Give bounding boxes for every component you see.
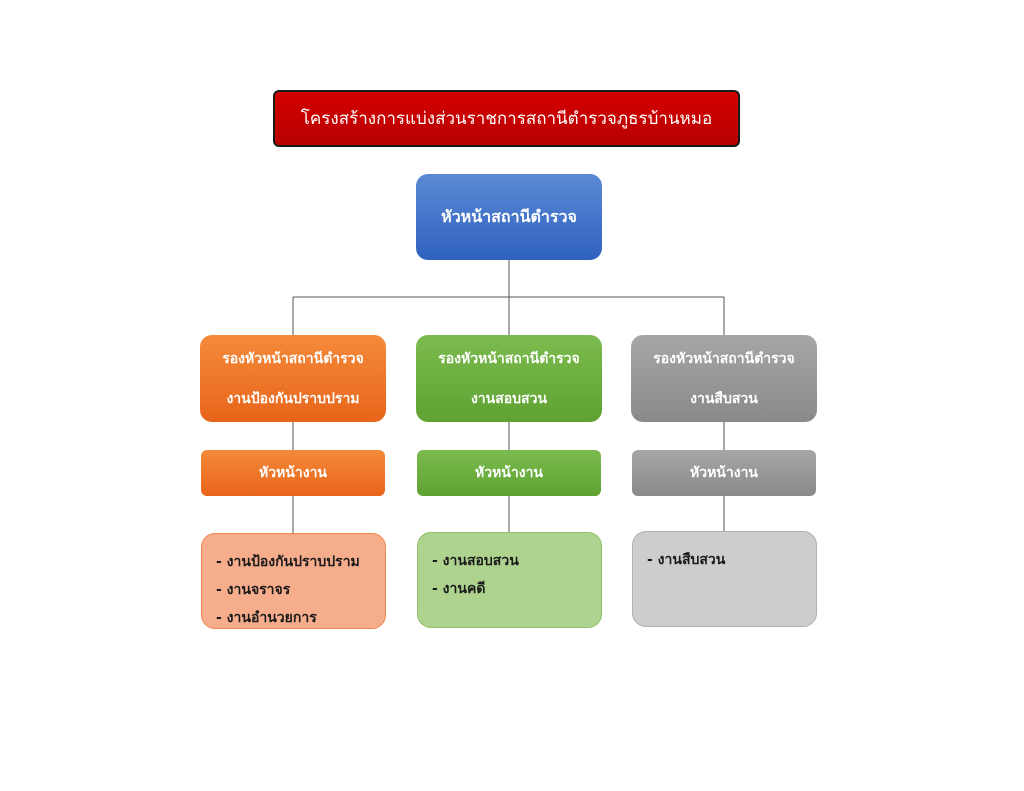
chart-title-text: โครงสร้างการแบ่งส่วนราชการสถานีตำรวจภูธร…	[300, 109, 713, 129]
deputy-prevention-box: รองหัวหน้าสถานีตำรวจ งานป้องกันปราบปราม	[200, 335, 386, 422]
deputy-title: รองหัวหน้าสถานีตำรวจ	[222, 350, 364, 367]
head-prevention-box: หัวหน้างาน	[201, 450, 385, 496]
tasks-investigation-box: - งานสืบสวน	[632, 531, 817, 627]
task-item: - งานจราจร	[216, 582, 291, 598]
deputy-division: งานสอบสวน	[470, 390, 548, 407]
head-label: หัวหน้างาน	[258, 465, 328, 481]
task-item: - งานสืบสวน	[647, 552, 726, 568]
task-item: - งานคดี	[432, 581, 486, 597]
chart-title: โครงสร้างการแบ่งส่วนราชการสถานีตำรวจภูธร…	[273, 90, 740, 147]
deputy-division: งานป้องกันปราบปราม	[226, 390, 360, 407]
task-item: - งานอำนวยการ	[216, 610, 317, 626]
deputy-title: รองหัวหน้าสถานีตำรวจ	[438, 350, 580, 367]
task-item: - งานป้องกันปราบปราม	[216, 554, 360, 570]
tasks-prevention-box: - งานป้องกันปราบปราม - งานจราจร - งานอำน…	[201, 533, 386, 629]
head-label: หัวหน้างาน	[474, 465, 544, 481]
deputy-title: รองหัวหน้าสถานีตำรวจ	[653, 350, 795, 367]
deputy-inquiry-box: รองหัวหน้าสถานีตำรวจ งานสอบสวน	[416, 335, 602, 422]
tasks-inquiry-box: - งานสอบสวน - งานคดี	[417, 532, 602, 628]
head-label: หัวหน้างาน	[689, 465, 759, 481]
station-chief-box: หัวหน้าสถานีตำรวจ	[416, 174, 602, 260]
task-list: - งานสืบสวน	[647, 546, 725, 574]
task-item: - งานสอบสวน	[432, 553, 519, 569]
head-investigation-box: หัวหน้างาน	[632, 450, 816, 496]
task-list: - งานสอบสวน - งานคดี	[432, 547, 519, 603]
head-inquiry-box: หัวหน้างาน	[417, 450, 601, 496]
task-list: - งานป้องกันปราบปราม - งานจราจร - งานอำน…	[216, 548, 360, 632]
deputy-division: งานสืบสวน	[690, 390, 758, 407]
station-chief-label: หัวหน้าสถานีตำรวจ	[441, 206, 577, 226]
deputy-investigation-box: รองหัวหน้าสถานีตำรวจ งานสืบสวน	[631, 335, 817, 422]
